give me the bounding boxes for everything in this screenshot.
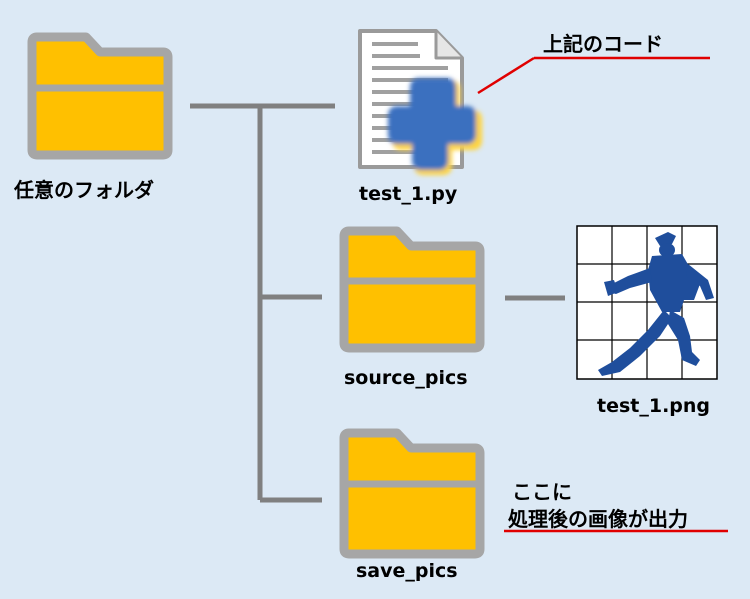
code-annotation-line bbox=[477, 56, 710, 95]
tree-connectors bbox=[190, 103, 565, 503]
output-annotation-line2: 処理後の画像が出力 bbox=[508, 507, 688, 531]
script-file-label: test_1.py bbox=[359, 183, 458, 205]
image-file-label: test_1.png bbox=[597, 395, 711, 417]
root-folder-icon[interactable] bbox=[27, 32, 173, 160]
python-logo-icon bbox=[388, 78, 482, 175]
image-thumbnail[interactable] bbox=[576, 225, 718, 380]
output-annotation-line1: ここに bbox=[512, 480, 572, 504]
source-folder-label: source_pics bbox=[344, 367, 468, 389]
source-folder-icon[interactable] bbox=[339, 226, 485, 353]
save-folder-label: save_pics bbox=[356, 560, 458, 582]
save-folder-icon[interactable] bbox=[339, 428, 485, 559]
walking-figure-silhouette bbox=[598, 232, 714, 376]
code-annotation-text: 上記のコード bbox=[543, 32, 663, 56]
python-file-icon[interactable] bbox=[358, 29, 482, 175]
root-folder-label: 任意のフォルダ bbox=[14, 178, 154, 202]
